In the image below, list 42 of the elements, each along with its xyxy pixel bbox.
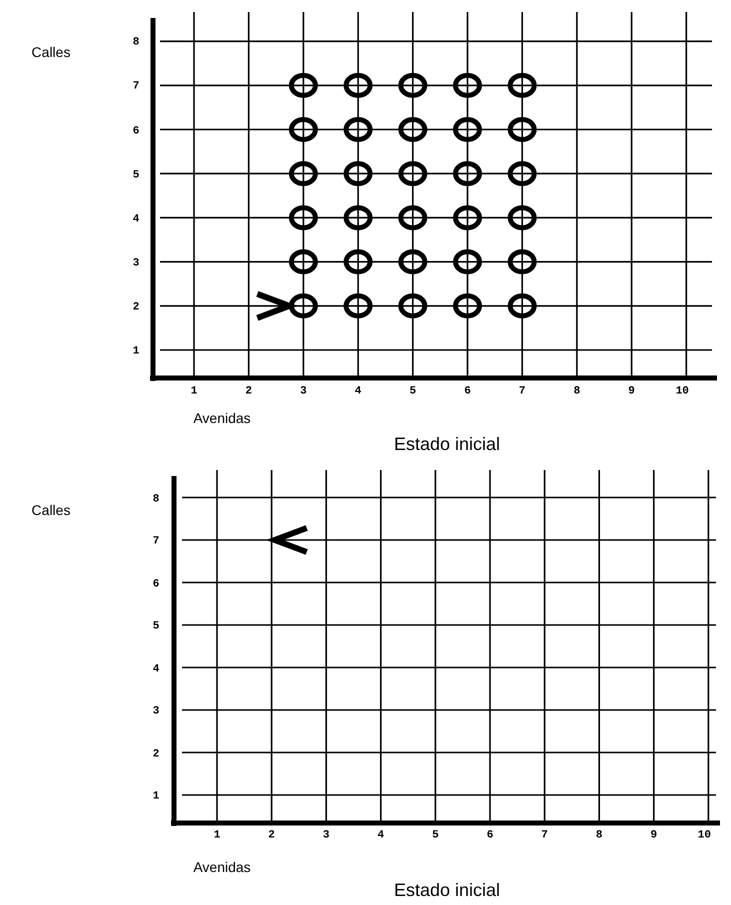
avenue-number: 3: [300, 386, 307, 398]
avenue-number: 10: [698, 830, 711, 842]
axis-title: Calles: [32, 45, 70, 59]
street-number: 6: [132, 126, 140, 137]
avenue-number: 9: [628, 386, 635, 398]
axis-title: Avenidas: [193, 411, 251, 425]
street-number: 5: [132, 170, 140, 182]
avenue-number: 4: [354, 386, 362, 398]
caption: Estado inicial: [394, 881, 500, 899]
avenue-number: 1: [190, 386, 198, 398]
avenue-number: 1: [214, 830, 220, 842]
avenue-number: 6: [486, 830, 494, 842]
street-number: 2: [152, 749, 160, 760]
avenue-number: 5: [410, 386, 416, 398]
avenue-number: 2: [268, 830, 275, 842]
street-number: 5: [152, 622, 160, 632]
street-number: 4: [152, 664, 160, 675]
avenue-number: 8: [596, 830, 602, 842]
avenue-number: 3: [322, 830, 330, 842]
street-number: 1: [152, 792, 160, 802]
avenue-number: 2: [245, 386, 252, 398]
street-number: 8: [152, 494, 160, 505]
street-number: 1: [132, 346, 140, 358]
avenue-number: 5: [432, 830, 439, 842]
street-number: 3: [152, 706, 160, 718]
axis-title: Calles: [32, 503, 70, 517]
street-number: 3: [132, 258, 140, 270]
street-number: 6: [152, 579, 160, 590]
street-number: 8: [132, 38, 140, 49]
street-number: 2: [132, 302, 140, 314]
avenue-number: 7: [518, 386, 526, 398]
street-number: 7: [152, 536, 160, 548]
avenue-number: 9: [650, 830, 658, 842]
caption: Estado inicial: [394, 435, 500, 453]
avenue-number: 4: [378, 830, 384, 842]
avenue-number: 7: [541, 830, 548, 842]
avenue-number: 10: [676, 386, 689, 398]
street-number: 4: [132, 214, 140, 226]
axis-title: Avenidas: [193, 860, 251, 874]
street-number: 7: [132, 82, 140, 93]
avenue-number: 8: [574, 386, 580, 398]
avenue-number: 6: [464, 386, 471, 398]
